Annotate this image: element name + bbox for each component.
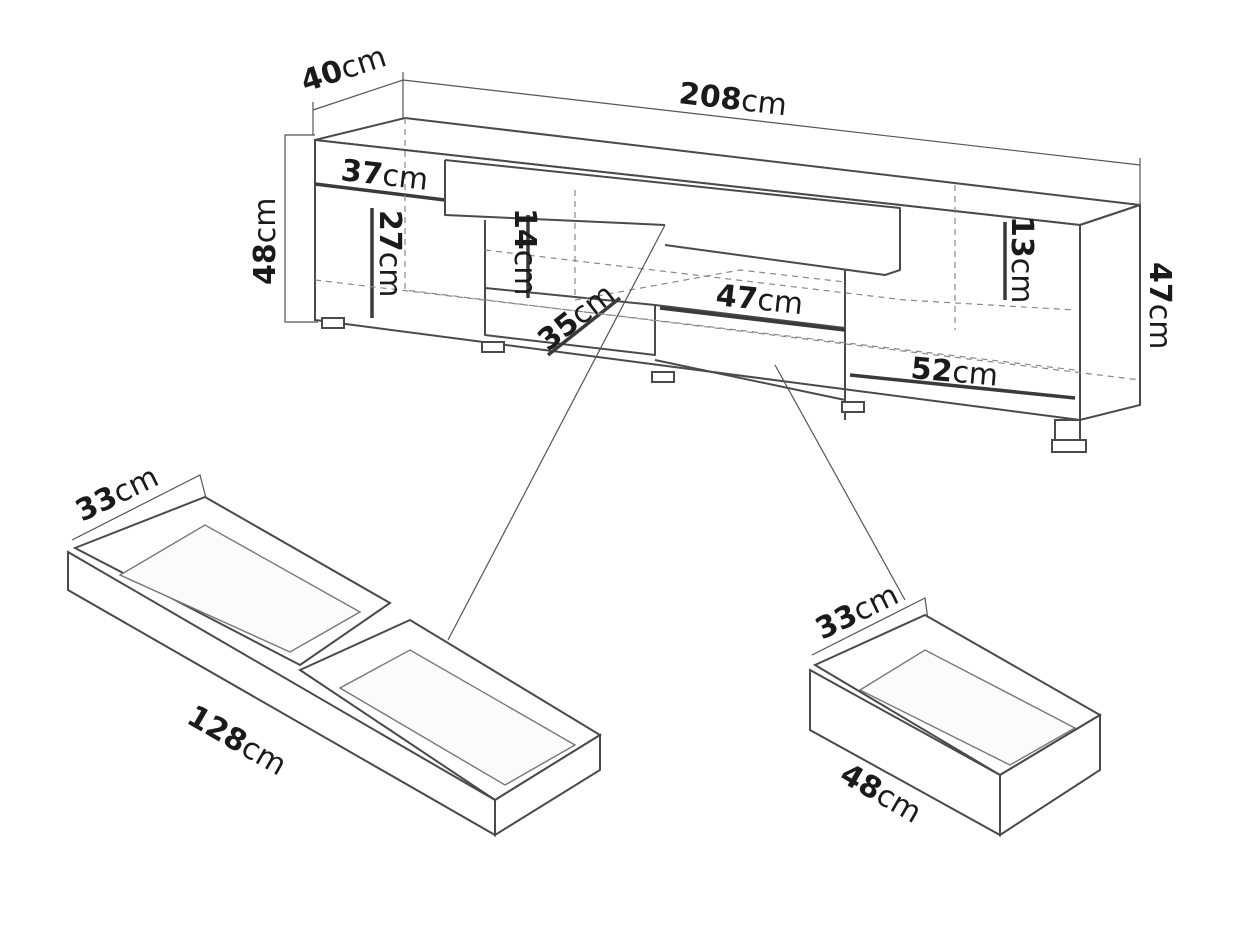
label-height-right: 47cm [1142,262,1177,349]
small-drawer-side [999,713,1101,837]
label-right-shelf: 52cm [909,351,999,393]
height-dim-line [284,134,318,323]
shelf-line-middle [659,306,846,332]
cabinet [314,116,1141,453]
shelf-line-right [849,373,1076,400]
dimension-lines [284,72,1141,641]
label-right-compartment: 13cm [1004,216,1039,303]
foot [1051,439,1087,453]
panel [444,160,666,226]
label-middle-opening: 14cm [507,208,542,295]
shelf-depth-line [546,296,622,357]
large-drawer-side [494,733,601,837]
leader-line-small-drawer [774,364,906,601]
leader-line-large-drawer [447,224,666,641]
label-height-left: 48cm [248,198,283,285]
label-left-compartment: 27cm [372,210,407,297]
cabinet-side [1079,203,1141,422]
label-top-shelf: 37cm [339,153,430,198]
glass-panel [444,159,901,276]
hidden-lines-4 [574,190,846,301]
large-drawer [67,474,602,837]
large-drawer-depth-line [71,474,207,541]
small-drawer-depth-line [811,597,929,656]
foot [841,401,865,413]
foot [1054,419,1081,441]
label-middle-shelf: 47cm [714,278,805,322]
label-large-drawer-width: 128cm [181,699,292,783]
small-drawer [809,597,1102,837]
label-depth: 40cm [297,39,391,99]
foot [321,317,345,329]
hidden-lines-3 [484,249,1076,311]
foot [481,341,505,353]
drawer-front-1 [484,220,656,356]
hidden-lines [404,118,1141,381]
top-shelf-line [314,182,446,202]
foot [651,371,675,383]
label-width: 208cm [677,76,789,123]
